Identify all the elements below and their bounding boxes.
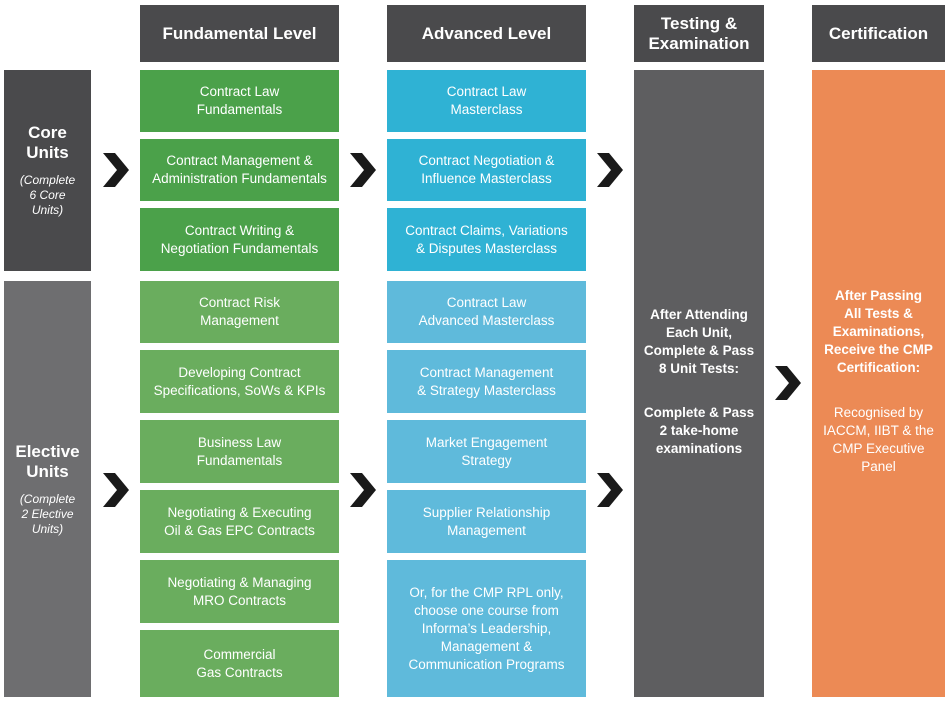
certification-text-recognition: Recognised by IACCM, IIBT & the CMP Exec… — [823, 405, 934, 474]
elective-units-label: Elective Units (Complete 2 Elective Unit… — [4, 281, 91, 697]
advanced-elective-box: Supplier Relationship Management — [387, 490, 586, 553]
elective-units-title: Elective Units — [15, 441, 80, 481]
fundamental-core-box: Contract Management & Administration Fun… — [140, 139, 339, 201]
advanced-elective-box: Contract Law Advanced Masterclass — [387, 281, 586, 343]
testing-text-unit-tests: After Attending Each Unit, Complete & Pa… — [643, 307, 755, 376]
testing-text-examinations: Complete & Pass 2 take-home examinations — [643, 405, 755, 456]
chevron-right-icon — [595, 151, 625, 189]
advanced-core-box: Contract Law Masterclass — [387, 70, 586, 132]
chevron-right-icon — [101, 151, 131, 189]
chevron-right-icon — [348, 471, 378, 509]
elective-units-subtitle: (Complete 2 Elective Units) — [19, 491, 76, 536]
core-units-subtitle: (Complete 6 Core Units) — [19, 173, 76, 217]
header-advanced-level: Advanced Level — [387, 5, 586, 62]
certification-column: After Passing All Tests & Examinations, … — [812, 70, 945, 697]
advanced-elective-box: Or, for the CMP RPL only, choose one cou… — [387, 560, 586, 697]
header-fundamental-level: Fundamental Level — [140, 5, 339, 62]
advanced-core-box: Contract Negotiation & Influence Masterc… — [387, 139, 586, 201]
header-testing-examination: Testing & Examination — [634, 5, 764, 62]
header-certification: Certification — [812, 5, 945, 62]
fundamental-elective-box: Negotiating & Executing Oil & Gas EPC Co… — [140, 490, 339, 553]
fundamental-elective-box: Business Law Fundamentals — [140, 420, 339, 483]
core-units-title: Core Units — [26, 123, 69, 162]
fundamental-core-box: Contract Law Fundamentals — [140, 70, 339, 132]
advanced-elective-box: Market Engagement Strategy — [387, 420, 586, 483]
fundamental-core-box: Contract Writing & Negotiation Fundament… — [140, 208, 339, 271]
certification-text-requirements: After Passing All Tests & Examinations, … — [824, 288, 933, 375]
chevron-right-icon — [101, 471, 131, 509]
advanced-core-box: Contract Claims, Variations & Disputes M… — [387, 208, 586, 271]
advanced-elective-box: Contract Management & Strategy Mastercla… — [387, 350, 586, 413]
fundamental-elective-box: Contract Risk Management — [140, 281, 339, 343]
chevron-right-icon — [773, 364, 803, 402]
fundamental-elective-box: Developing Contract Specifications, SoWs… — [140, 350, 339, 413]
core-units-label: Core Units (Complete 6 Core Units) — [4, 70, 91, 271]
chevron-right-icon — [595, 471, 625, 509]
chevron-right-icon — [348, 151, 378, 189]
fundamental-elective-box: Negotiating & Managing MRO Contracts — [140, 560, 339, 623]
testing-column: After Attending Each Unit, Complete & Pa… — [634, 70, 764, 697]
fundamental-elective-box: Commercial Gas Contracts — [140, 630, 339, 697]
